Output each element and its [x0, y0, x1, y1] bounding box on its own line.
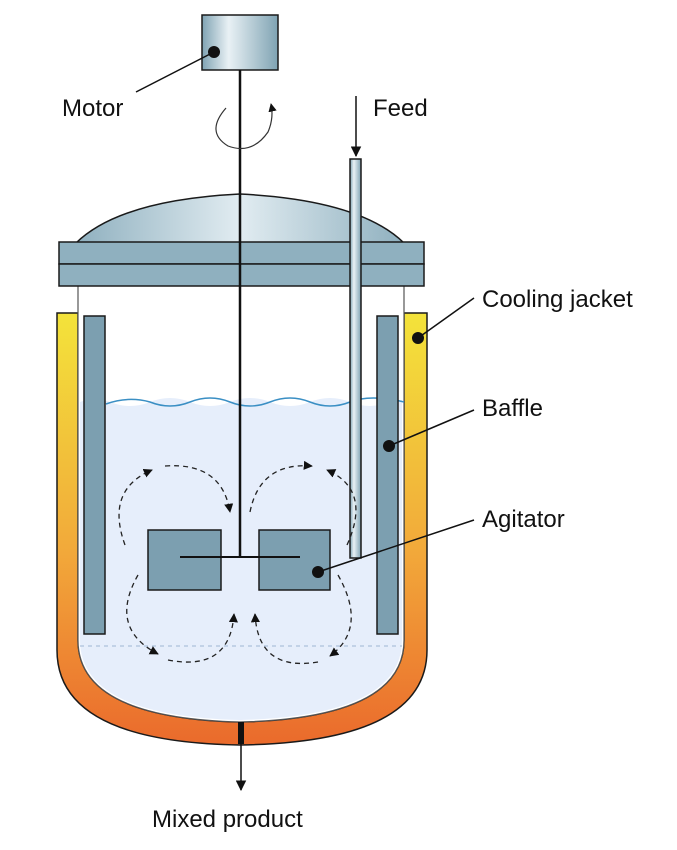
- baffle-label: Baffle: [482, 395, 543, 422]
- impeller-blade-right: [258, 529, 331, 591]
- agitator-label: Agitator: [482, 506, 565, 533]
- rotation-arrow-icon: [215, 103, 277, 150]
- flange-upper: [58, 241, 425, 265]
- flow-arrows: [118, 460, 357, 665]
- motor-leader-line: [135, 51, 215, 93]
- baffle-dot: [383, 440, 395, 452]
- motor-dot: [208, 46, 220, 58]
- cooling-jacket-label: Cooling jacket: [482, 286, 633, 313]
- baffle-leader-line: [388, 409, 475, 447]
- flange-lower: [58, 263, 425, 287]
- impeller-blade-left: [147, 529, 222, 591]
- baffle-right: [376, 315, 399, 635]
- agitator-leader-line: [317, 519, 475, 573]
- agitator-dot: [312, 566, 324, 578]
- feed-pipe: [349, 158, 362, 559]
- liquid-surface: [105, 397, 405, 407]
- cooling-jacket-leader-line: [417, 297, 475, 339]
- baffle-left: [83, 315, 106, 635]
- motor-box: [201, 14, 279, 71]
- mixed-product-label: Mixed product: [152, 806, 303, 833]
- drain-pipe: [238, 722, 244, 744]
- cooling-jacket-dot: [412, 332, 424, 344]
- liquid: [80, 398, 402, 720]
- motor-label: Motor: [62, 95, 123, 122]
- feed-label: Feed: [373, 95, 428, 122]
